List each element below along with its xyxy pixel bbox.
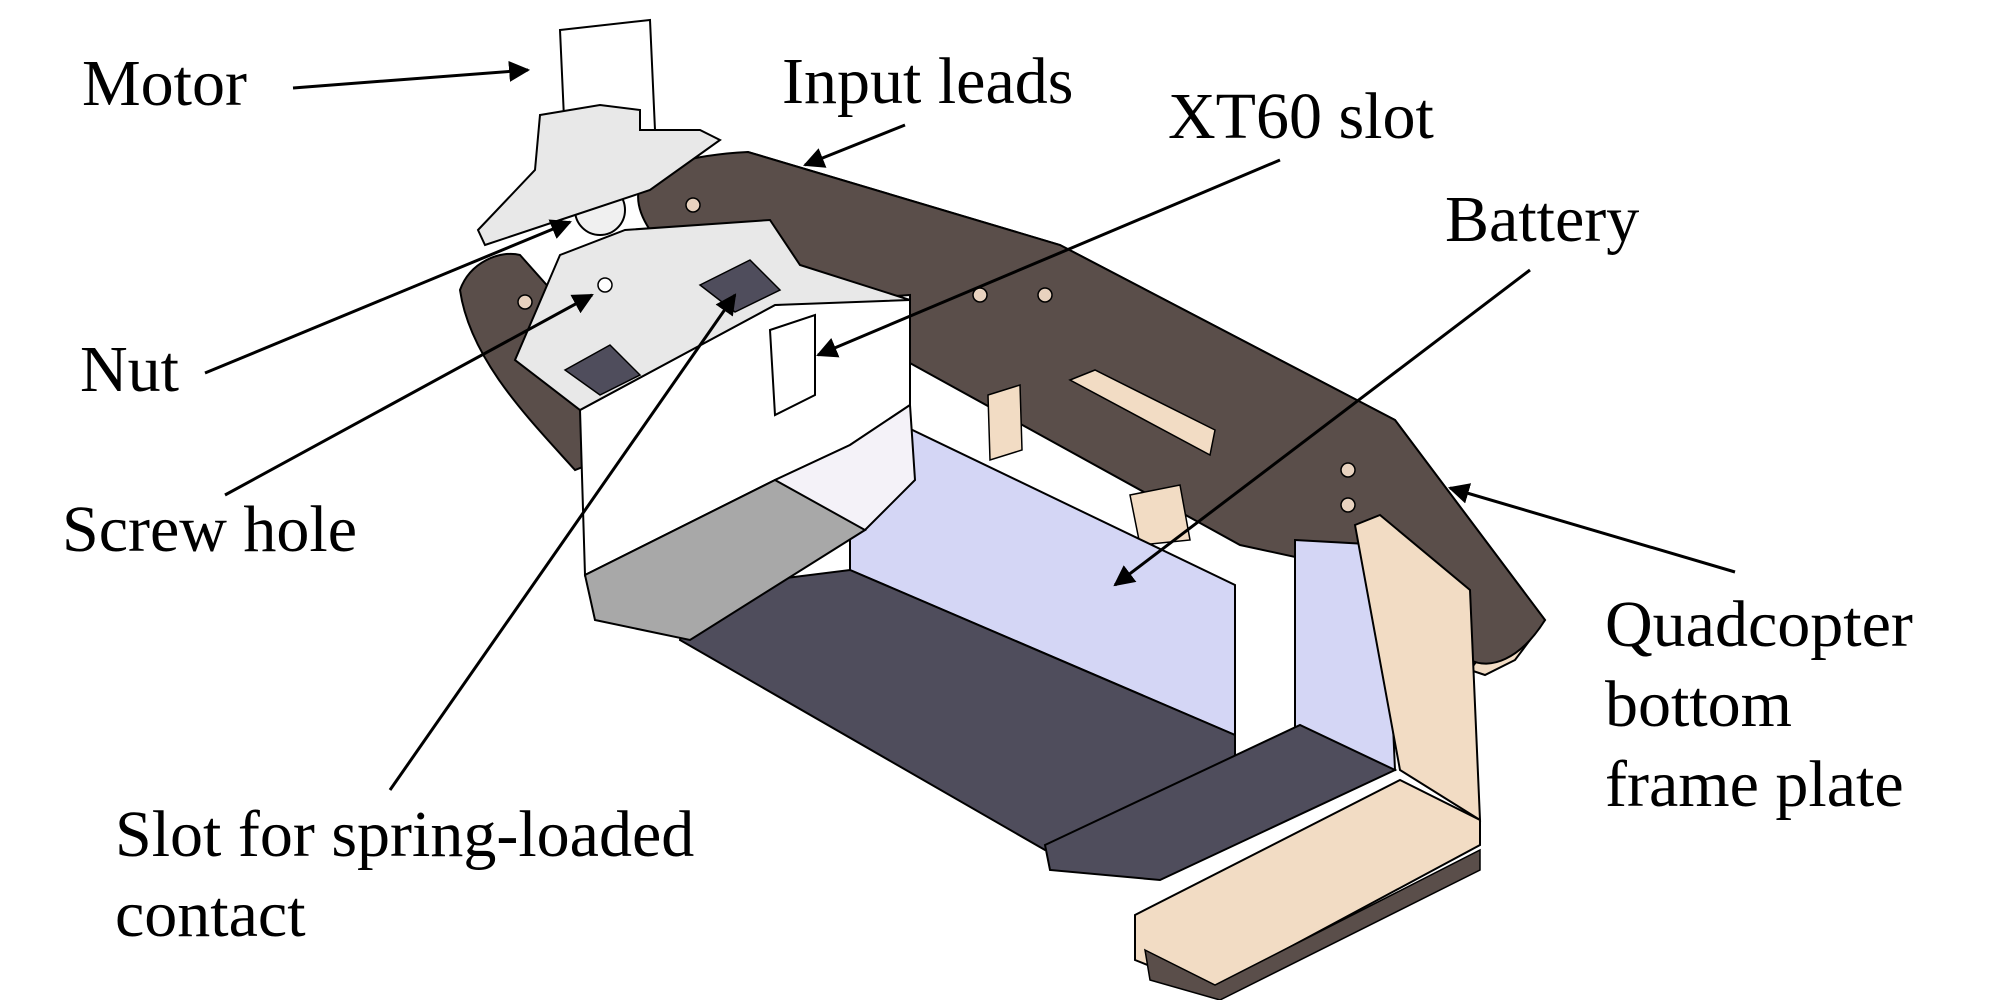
plate-hole [1340, 497, 1356, 513]
screw-hole-label: Screw hole [62, 493, 358, 566]
screw-hole [597, 277, 613, 293]
input-leads-arrow [803, 123, 906, 168]
xt60-slot-opening [768, 313, 816, 417]
quadcopter-plate-arrow [1447, 483, 1736, 574]
nut-label: Nut [80, 333, 179, 406]
spring-contact-label-line2: contact [115, 878, 306, 951]
xt60-slot-arrow [816, 158, 1281, 358]
wood-tab [1129, 484, 1191, 546]
motor-label: Motor [82, 47, 247, 120]
quadcopter-plate-label-line1: Quadcopter [1605, 588, 1913, 661]
quadcopter-plate-label-line3: frame plate [1605, 748, 1904, 821]
battery-mount [476, 18, 917, 642]
end-bracket-bottom [1144, 848, 1481, 1000]
input-leads-label: Input leads [782, 45, 1074, 118]
end-bracket-base [1134, 778, 1481, 992]
plate-hole [685, 197, 701, 213]
plate-hole [1037, 287, 1053, 303]
quadcopter-plate-label-line2: bottom [1605, 668, 1793, 741]
spring-contact-label-line1: Slot for spring-loaded [115, 798, 695, 871]
wood-tab [987, 383, 1023, 462]
quadcopter-plate-label: Quadcopter bottom frame plate [1605, 585, 1913, 825]
nut-arrow [204, 219, 572, 375]
motor-arrow [292, 60, 531, 90]
battery-arrow [1113, 268, 1531, 587]
spring-contact-slot [563, 344, 642, 396]
battery-end-bottom [1043, 723, 1398, 882]
motor-mount-plate [476, 103, 722, 247]
frame-plate [458, 150, 1547, 677]
mount-bottom-face [583, 478, 867, 642]
plate-hole [517, 294, 533, 310]
spring-contact-label: Slot for spring-loaded contact [115, 795, 694, 955]
plate-slot [1068, 369, 1216, 457]
battery [678, 398, 1398, 882]
xt60-slot-label: XT60 slot [1168, 80, 1434, 153]
plate-hole [1340, 462, 1356, 478]
end-bracket [1134, 513, 1482, 1000]
battery-label: Battery [1445, 183, 1640, 256]
end-bracket-plate [1353, 513, 1482, 822]
annotation-arrows [204, 60, 1736, 791]
spring-contact-arrow [388, 293, 737, 791]
screw-hole-arrow [224, 293, 594, 497]
